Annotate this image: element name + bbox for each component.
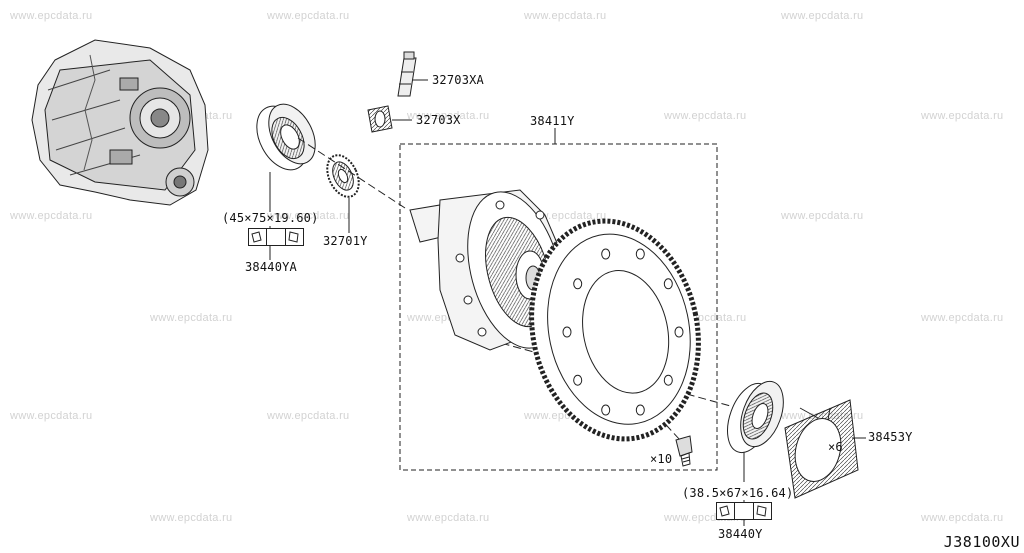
part-number-label: 32701Y: [323, 234, 368, 248]
watermark-text: www.epcdata.ru: [10, 210, 93, 222]
bolt-hole: [635, 404, 645, 416]
watermark-text: www.epcdata.ru: [921, 110, 1004, 122]
bolt-hole: [601, 248, 611, 260]
assembly-axis: [297, 137, 406, 209]
diagram-code: J38100XU: [943, 533, 1020, 551]
bearing-dimension-label: (38.5×67×16.64): [682, 486, 794, 500]
quantity-label: ×6: [828, 440, 843, 454]
watermark-text: www.epcdata.ru: [267, 210, 350, 222]
part-number-label: 38411Y: [530, 114, 575, 128]
bolt-icon: [675, 435, 693, 467]
watermark-text: www.epcdata.ru: [10, 410, 93, 422]
bearing-spacer-icon: [735, 503, 754, 519]
part-number-label: 38440Y: [718, 527, 763, 541]
bolt-hole: [601, 404, 611, 416]
left-bearing-icon: [256, 103, 316, 171]
bolt-hole: [674, 326, 684, 338]
bolt-hole: [573, 374, 583, 386]
watermark-text: www.epcdata.ru: [10, 10, 93, 22]
watermark-text: www.epcdata.ru: [150, 512, 233, 524]
bearing-spacer-icon: [267, 229, 286, 245]
watermark-text: www.epcdata.ru: [407, 512, 490, 524]
final-drive-ring-gear-icon: [529, 218, 701, 442]
ring-gear-bore: [582, 270, 670, 394]
bearing-cup-icon: [754, 503, 771, 519]
bearing-cone-icon: [717, 503, 736, 519]
right-bearing-icon: [727, 380, 784, 454]
differential-assembly-box: [399, 143, 718, 471]
bolt-hole: [663, 374, 673, 386]
shaft-icon: [397, 51, 417, 97]
watermark-text: www.epcdata.ru: [781, 10, 864, 22]
quantity-label: ×10: [650, 452, 673, 466]
part-number-label: 38453Y: [868, 430, 913, 444]
watermark-text: www.epcdata.ru: [267, 410, 350, 422]
bolt-hole: [663, 278, 673, 290]
transaxle-assembly-icon: [31, 39, 209, 206]
bearing-dimension-label: (45×75×19.60): [222, 211, 319, 225]
watermark-text: www.epcdata.ru: [150, 312, 233, 324]
watermark-text: www.epcdata.ru: [664, 110, 747, 122]
part-number-label: 32703X: [416, 113, 461, 127]
watermark-text: www.epcdata.ru: [781, 210, 864, 222]
bearing-cone-icon: [249, 229, 268, 245]
shim-icon: [784, 399, 859, 499]
watermark-text: www.epcdata.ru: [524, 10, 607, 22]
watermark-text: www.epcdata.ru: [407, 110, 490, 122]
bearing-cup-icon: [286, 229, 303, 245]
watermark-text: www.epcdata.ru: [921, 312, 1004, 324]
watermark-text: www.epcdata.ru: [921, 512, 1004, 524]
part-number-label: 32703XA: [432, 73, 484, 87]
bearing-set-symbol-icon: [716, 502, 772, 520]
bearing-set-symbol-icon: [248, 228, 304, 246]
bolt-hole: [635, 248, 645, 260]
watermark-text: www.epcdata.ru: [267, 10, 350, 22]
bolt-hole: [573, 278, 583, 290]
bolt-hole: [562, 326, 572, 338]
part-number-label: 38440YA: [245, 260, 297, 274]
pinion-gear-icon: [367, 105, 393, 133]
gear-icon: [326, 154, 360, 198]
